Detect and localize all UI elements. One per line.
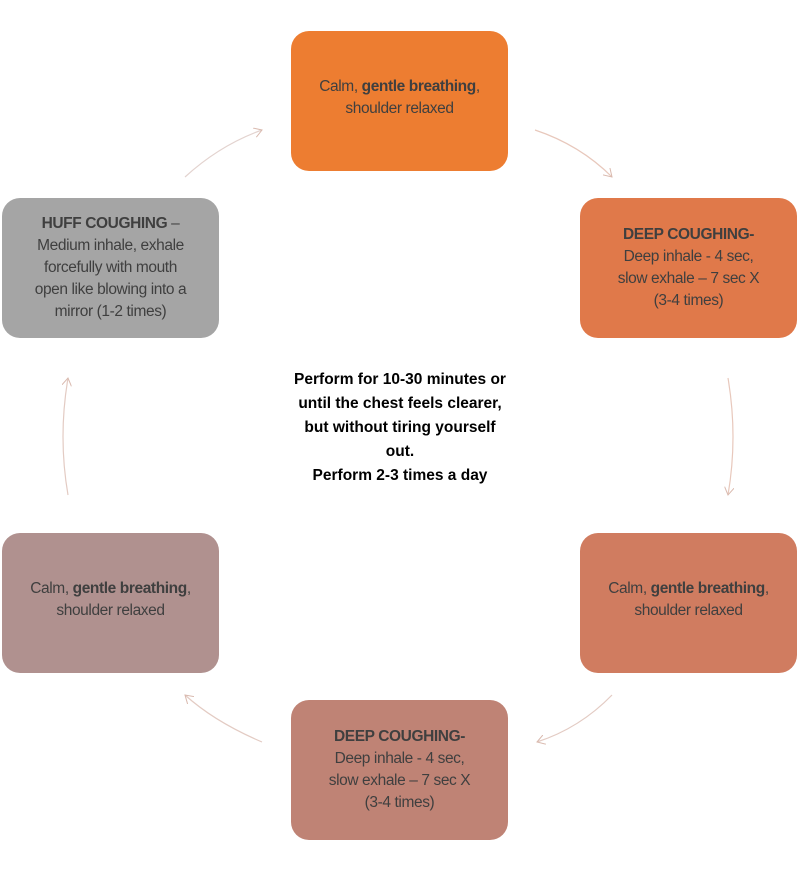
arrow-6-to-1 xyxy=(184,130,262,178)
step-calm-breathing-2: Calm, gentle breathing, shoulder relaxed xyxy=(580,533,797,673)
step-text: , xyxy=(186,580,191,597)
step-bold-text: gentle breathing xyxy=(72,580,188,597)
step-huff-coughing: HUFF COUGHING – Medium inhale, exhale fo… xyxy=(2,198,219,338)
arrow-1-to-2 xyxy=(534,129,612,177)
step-text: shoulder relaxed xyxy=(56,602,165,619)
step-text: Deep inhale - 4 sec, xyxy=(334,750,465,767)
step-text: Deep inhale - 4 sec, xyxy=(623,248,754,265)
step-bold-text: gentle breathing xyxy=(361,78,477,95)
step-title: HUFF COUGHING xyxy=(41,215,168,232)
step-text: Medium inhale, exhale xyxy=(37,237,184,254)
center-instructions: Perform for 10-30 minutes or until the c… xyxy=(250,368,550,488)
step-deep-coughing-2: DEEP COUGHING- Deep inhale - 4 sec, slow… xyxy=(291,700,508,840)
step-text: , xyxy=(764,580,769,597)
step-text: (3-4 times) xyxy=(653,292,724,309)
step-calm-breathing-3: Calm, gentle breathing, shoulder relaxed xyxy=(2,533,219,673)
instruction-line: Perform for 10-30 minutes or xyxy=(294,371,506,388)
arrow-5-to-6 xyxy=(63,378,68,496)
step-title: DEEP COUGHING- xyxy=(622,226,755,243)
step-text: mirror (1-2 times) xyxy=(54,303,167,320)
step-bold-text: gentle breathing xyxy=(650,580,766,597)
instruction-line: Perform 2-3 times a day xyxy=(312,467,488,484)
step-text: Calm, xyxy=(608,580,651,597)
step-text: forcefully with mouth xyxy=(44,259,177,276)
step-text: (3-4 times) xyxy=(364,794,435,811)
instruction-line: but without tiring yourself xyxy=(304,419,496,436)
arrow-2-to-3 xyxy=(728,377,733,495)
step-text: slow exhale – 7 sec X xyxy=(328,772,471,789)
step-text: shoulder relaxed xyxy=(634,602,743,619)
step-text: – xyxy=(167,215,180,232)
step-calm-breathing-1: Calm, gentle breathing, shoulder relaxed xyxy=(291,31,508,171)
arrow-4-to-5 xyxy=(185,695,263,743)
instruction-line: until the chest feels clearer, xyxy=(298,395,502,412)
step-text: Calm, xyxy=(30,580,73,597)
step-text: shoulder relaxed xyxy=(345,100,454,117)
arrow-3-to-4 xyxy=(537,694,613,742)
step-text: open like blowing into a xyxy=(34,281,187,298)
step-deep-coughing-1: DEEP COUGHING- Deep inhale - 4 sec, slow… xyxy=(580,198,797,338)
step-text: , xyxy=(475,78,480,95)
step-text: slow exhale – 7 sec X xyxy=(617,270,760,287)
step-text: Calm, xyxy=(319,78,362,95)
step-title: DEEP COUGHING- xyxy=(333,728,466,745)
instruction-line: out. xyxy=(385,443,415,460)
